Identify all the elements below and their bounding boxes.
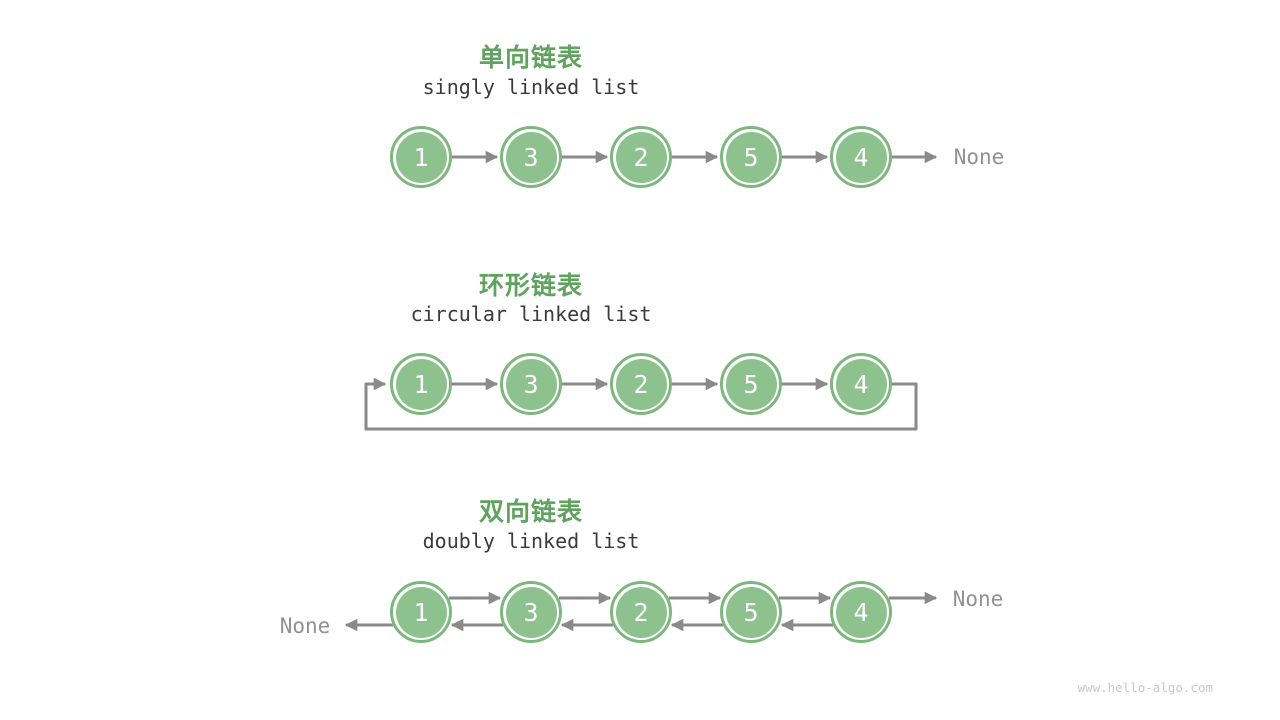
list-node: 2 [610,126,672,188]
node-value: 1 [395,586,447,638]
section-title-doubly: 双向链表 [478,498,583,526]
list-node: 1 [390,353,452,415]
node-value: 4 [835,586,887,638]
node-value: 4 [835,131,887,183]
node-value: 4 [835,358,887,410]
node-value: 3 [505,131,557,183]
node-value: 5 [725,586,777,638]
node-value: 2 [615,131,667,183]
list-node: 4 [830,353,892,415]
node-value: 2 [615,358,667,410]
node-value: 2 [615,586,667,638]
section-title-circular: 环形链表 [478,272,583,300]
list-node: 5 [720,353,782,415]
section-title-singly: 单向链表 [478,44,583,72]
list-node: 3 [500,581,562,643]
node-value: 3 [505,358,557,410]
section-subtitle-doubly: doubly linked list [422,529,640,553]
node-value: 1 [395,358,447,410]
section-subtitle-circular: circular linked list [410,302,652,326]
list-node: 2 [610,581,672,643]
none-label: None [279,614,331,638]
list-node: 3 [500,126,562,188]
list-node: 5 [720,581,782,643]
list-node: 2 [610,353,672,415]
list-node: 1 [390,126,452,188]
section-subtitle-singly: singly linked list [422,75,640,99]
node-value: 3 [505,586,557,638]
list-node: 1 [390,581,452,643]
node-value: 1 [395,131,447,183]
list-node: 4 [830,126,892,188]
list-node: 3 [500,353,562,415]
list-node: 5 [720,126,782,188]
none-label: None [952,587,1004,611]
node-value: 5 [725,358,777,410]
none-label: None [953,145,1005,169]
list-node: 4 [830,581,892,643]
node-value: 5 [725,131,777,183]
watermark: www.hello-algo.com [1077,680,1213,695]
